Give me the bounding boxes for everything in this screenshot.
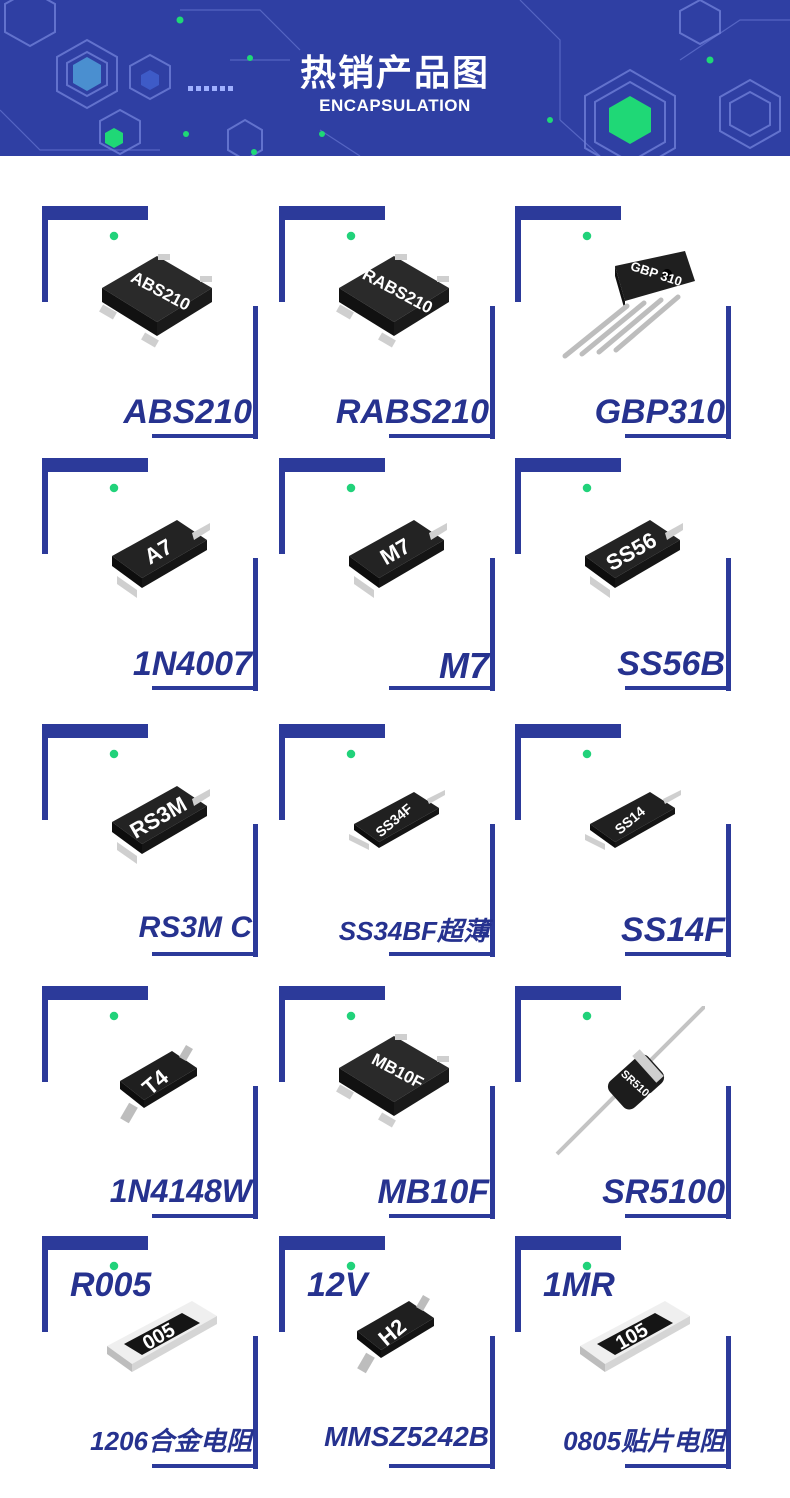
corner-frame-icon (279, 986, 495, 1219)
corner-frame-icon (42, 458, 258, 691)
corner-frame-icon (42, 206, 258, 439)
component-image-8: SS34F (349, 790, 445, 850)
component-image-5: M7 (349, 520, 447, 598)
component-image-9: SS14 (585, 790, 681, 850)
corner-frame-icon (42, 1236, 258, 1469)
product-card: RS3M RS3M C (42, 724, 264, 959)
product-label: ABS210 (123, 393, 252, 431)
product-label: RABS210 (335, 393, 489, 431)
product-top-label: R005 (70, 1266, 152, 1304)
component-image-7: RS3M (112, 786, 210, 864)
component-image-10: T4 (120, 1044, 197, 1124)
product-card: SS34F SS34BF超薄 (279, 724, 501, 959)
product-card: T4 1N4148W (42, 986, 264, 1221)
product-label: 1N4148W (109, 1173, 252, 1209)
product-label: SR5100 (602, 1173, 725, 1211)
corner-frame-icon (279, 458, 495, 691)
corner-frame-icon (279, 1236, 495, 1469)
product-label: MMSZ5242B (324, 1421, 489, 1452)
product-top-label: 12V (307, 1266, 368, 1304)
corner-frame-icon (279, 206, 495, 439)
component-image-6: SS56 (585, 520, 683, 598)
component-image-11: MB10F (336, 1034, 449, 1128)
component-image-2: RABS210 (336, 254, 449, 348)
component-image-4: A7 (112, 520, 210, 598)
product-label: 0805贴片电阻 (563, 1426, 725, 1456)
corner-frame-icon (515, 724, 731, 957)
corner-frame-icon (515, 206, 731, 439)
product-label: M7 (438, 645, 489, 686)
component-image-14: H2 (357, 1294, 434, 1374)
corner-frame-icon (42, 724, 258, 957)
product-label: MB10F (377, 1173, 489, 1211)
product-label: 1N4007 (132, 645, 252, 683)
corner-frame-icon (515, 986, 731, 1219)
component-image-12: SR5100 (555, 1006, 705, 1156)
product-label: SS14F (621, 911, 725, 949)
banner-title: 热销产品图 (299, 53, 490, 94)
corner-frame-icon (279, 724, 495, 957)
corner-frame-icon (515, 458, 731, 691)
component-image-13: 005 (107, 1301, 217, 1372)
product-card: A7 1N4007 (42, 458, 264, 693)
corner-frame-icon (42, 986, 258, 1219)
product-label: GBP310 (594, 393, 725, 431)
product-card: MB10F MB10F (279, 986, 501, 1221)
product-label: RS3M C (138, 911, 252, 944)
header-banner: 热销产品图 ENCAPSULATION (0, 0, 790, 156)
component-image-3: GBP 310 (562, 251, 695, 359)
product-label: SS56B (617, 645, 725, 683)
product-label: SS34BF超薄 (338, 916, 489, 946)
banner-subtitle: ENCAPSULATION (319, 96, 471, 115)
product-top-label: 1MR (543, 1266, 615, 1304)
component-image-15: 105 (580, 1301, 690, 1372)
product-label: 1206合金电阻 (90, 1426, 252, 1456)
hexagon-pattern-icon (0, 0, 790, 156)
corner-frame-icon (515, 1236, 731, 1469)
component-image-1: ABS210 (99, 254, 212, 348)
